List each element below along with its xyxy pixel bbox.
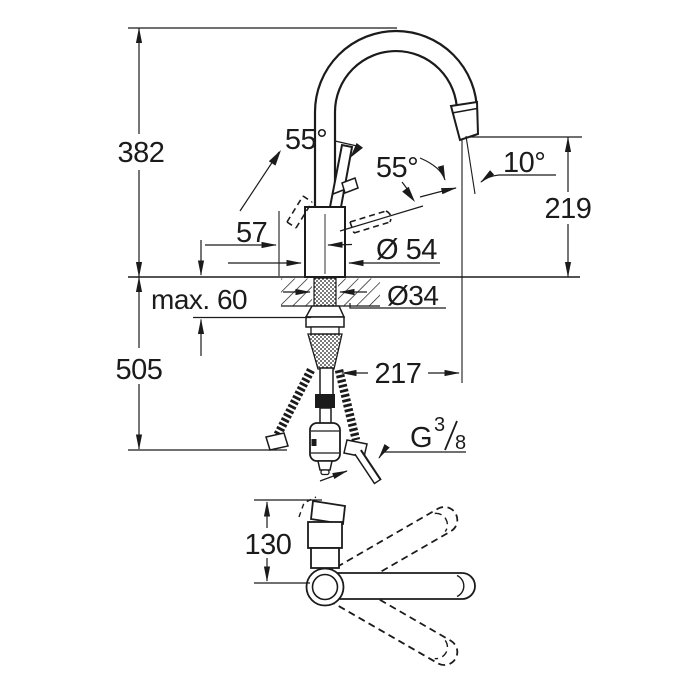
hose-weight-nub: [320, 469, 330, 476]
spout-swivel-up-dashed: [326, 506, 459, 597]
thread-nipple-core: [354, 449, 380, 483]
spout-end-cap-arc: [456, 574, 465, 598]
spout-inner-contour: [333, 49, 459, 207]
g38-fraction-slash: [444, 420, 458, 451]
dimension-max60: [193, 240, 311, 356]
lever-top-dashed: [298, 496, 317, 518]
label-thread-denominator: 8: [455, 432, 466, 454]
label-thread-numerator: 3: [434, 414, 445, 436]
pullout-spray-head: [449, 100, 480, 142]
label-total-height: 382: [118, 137, 165, 169]
top-view: [254, 496, 476, 666]
body-top-view-upper: [307, 521, 343, 549]
hose-weight-tip: [317, 460, 333, 471]
label-swivel-height: 130: [245, 529, 292, 561]
stabilizer-flange: [304, 305, 346, 318]
hose-weight-latch: [311, 439, 317, 446]
dimension-55deg-right: [401, 157, 446, 202]
lever-top-view: [310, 499, 346, 526]
dimension-labels: 382 505 max. 60 Ø34 57 Ø 54 55° 55° 10° …: [116, 124, 592, 561]
pullout-hose-weight: [309, 367, 341, 476]
dia34-leader: [349, 303, 446, 309]
lever-lowered-axis-line: [339, 205, 424, 232]
label-spray-angle: 10°: [503, 147, 545, 179]
main-side-view: [128, 27, 582, 485]
lever-handle: [286, 143, 424, 234]
label-body-diameter: Ø 54: [376, 234, 437, 266]
spout-pivot-inner: [311, 573, 339, 601]
spray-axis-line: [465, 135, 476, 195]
dimension-219: [470, 136, 582, 278]
deg55-mid-arrowhead: [350, 143, 363, 158]
lever-pivot-flag: [341, 177, 359, 194]
hose-fitting-left: [265, 432, 289, 451]
dimension-57: [205, 211, 353, 276]
label-spout-outlet-height: 219: [545, 193, 592, 225]
dimension-505: [128, 276, 287, 451]
deg55-right-arc: [419, 157, 446, 181]
dimension-130: [254, 499, 322, 584]
faucet-body-spout: [304, 29, 480, 278]
spout-solid-top-view: [329, 572, 476, 600]
spray-head-joint-line: [451, 107, 478, 114]
body-top-view-lower: [310, 547, 340, 569]
mounting-nut: [305, 316, 345, 328]
label-hole-diameter: Ø34: [387, 280, 438, 311]
flex-hose-right: [334, 368, 361, 442]
dimension-g38: [319, 420, 466, 482]
hose-guide-cone: [307, 333, 343, 370]
label-spout-reach: 217: [375, 358, 422, 390]
dimension-dia34: [283, 288, 446, 309]
label-handle-angle-front: 55°: [285, 124, 327, 156]
label-thread-base: G: [410, 422, 432, 454]
lever-dashed-front-position: [286, 195, 313, 229]
spout-outer-contour: [313, 29, 479, 207]
pullout-hose-collar: [315, 394, 335, 408]
flex-hose-left: [272, 368, 315, 440]
pullout-hose-connector: [319, 367, 334, 396]
deg55-mid-leader: [334, 140, 358, 147]
dimension-55deg-left: [239, 140, 363, 212]
label-handle-projection: 57: [236, 217, 267, 249]
lever-dashed-side-position: [349, 210, 392, 234]
dimension-10deg: [419, 170, 556, 198]
label-max-counter-thickness: max. 60: [151, 284, 247, 315]
deg55-right-arrowhead: [402, 186, 415, 202]
mounting-assembly: [265, 277, 382, 485]
label-under-counter-height: 505: [116, 354, 163, 386]
dimension-382: [128, 27, 397, 278]
spout-swivel-down-dashed: [326, 575, 459, 666]
label-handle-angle-side: 55°: [376, 152, 418, 184]
mounting-washer: [310, 326, 340, 335]
pullout-hose-stem: [319, 407, 332, 425]
lever-upright: [328, 143, 354, 208]
deg55-left-arrowhead: [268, 150, 281, 166]
